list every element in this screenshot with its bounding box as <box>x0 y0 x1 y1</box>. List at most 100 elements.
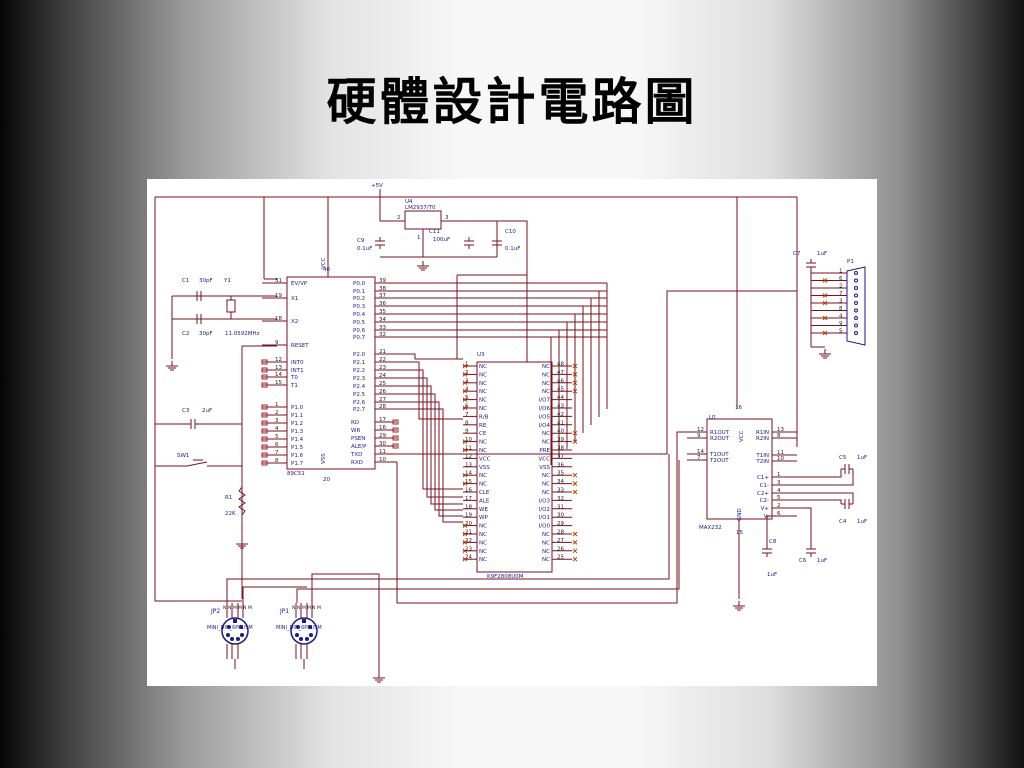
u1-pin-num: 9 <box>697 433 701 439</box>
u3-pin-num: 27 <box>557 538 564 544</box>
mcu-pin-name: P1.3 <box>291 429 304 435</box>
mcu-pin-num: 32 <box>379 332 386 338</box>
u3-pin-name: I/O3 <box>539 498 551 504</box>
p2-route <box>397 353 463 360</box>
mcu-pin-name: P2.0 <box>353 352 366 358</box>
u3-pin-name: NC <box>542 431 550 437</box>
mcu-vss-pin: 20 <box>323 477 330 483</box>
mcu-pin-num: 28 <box>379 404 386 410</box>
undefined-pin-num: M <box>307 605 311 611</box>
mcu-pin-name: RXD <box>351 460 363 466</box>
mcu-pin-name: P0.2 <box>353 296 365 302</box>
u4-pin: 1 <box>417 235 421 241</box>
mcu-pin-num: 14 <box>275 372 282 378</box>
kbd-data-route <box>296 460 680 603</box>
vplus-wire <box>772 507 812 545</box>
mcu-pin-num: 36 <box>379 301 386 307</box>
u3-pin-num: 13 <box>465 462 472 468</box>
no-connect-icon <box>572 472 578 478</box>
mcu-port-box <box>392 443 399 449</box>
c4-wire <box>797 492 854 504</box>
undefined-pin-icon <box>295 633 299 637</box>
mcu-port-box <box>392 419 399 425</box>
u3-pin-num: 16 <box>465 488 472 494</box>
u3-pin-name: VCC <box>479 456 491 462</box>
txd-route <box>397 290 797 455</box>
mcu-pin-num: 38 <box>379 286 386 292</box>
undefined-pin-num: M <box>302 605 306 611</box>
c4-value: 1uF <box>857 519 867 525</box>
u1-vcc-pin: 16 <box>735 405 742 411</box>
mcu-pin-name: P2.5 <box>353 392 366 398</box>
undefined-part: MINI_DIN_6PIN/SM <box>207 625 253 631</box>
no-connect-icon <box>462 447 468 453</box>
mcu-pin-name: P1.0 <box>291 405 304 411</box>
mcu-pin-name: P0.1 <box>353 289 365 295</box>
undefined-pin-num: M <box>317 605 321 611</box>
c3-ref: C3 <box>182 408 190 414</box>
c1-value: 30pF <box>199 278 213 284</box>
u3-pin-num: 46 <box>557 378 564 384</box>
db9-pin-icon <box>854 278 858 283</box>
mcu-pin-num: 26 <box>379 389 386 395</box>
mcu-pin-num: 17 <box>379 417 386 423</box>
u3-pin-name: NC <box>542 364 550 370</box>
u3-pin-num: 31 <box>557 504 564 510</box>
mcu-pin-num: 13 <box>275 365 282 371</box>
mcu-pin-num: 39 <box>379 278 386 284</box>
u3-pin-num: 10 <box>465 437 472 443</box>
p2-route <box>397 401 463 517</box>
u3-pin-num: 15 <box>465 479 472 485</box>
u1-pin-name: C1+ <box>757 475 769 481</box>
db9-pin-icon <box>854 301 858 305</box>
u1-pin-num: 11 <box>777 450 784 456</box>
u3-pin-name: NC <box>479 398 487 404</box>
u1-gnd: GND <box>737 508 743 521</box>
u3-pin-name: NC <box>479 364 487 370</box>
mcu-pin-name: X1 <box>291 296 298 302</box>
mcu-pin-num: 21 <box>379 349 386 355</box>
u3-pin-num: 43 <box>557 404 564 410</box>
no-connect-icon <box>462 405 468 411</box>
u1-gnd-pin: 15 <box>736 530 743 536</box>
mcu-pin-num: 19 <box>275 293 282 299</box>
u1-pin-num: 12 <box>697 427 704 433</box>
supply-label: +5V <box>371 183 383 189</box>
mcu-pin-num: 7 <box>275 450 279 456</box>
u3-pin-num: 29 <box>557 521 564 527</box>
mcu-pin-num: 4 <box>275 426 279 432</box>
mcu-port-box <box>261 428 268 434</box>
mcu-pin-num: 12 <box>275 357 282 363</box>
u3-pin-name: NC <box>542 549 550 555</box>
no-connect-icon <box>572 531 578 537</box>
u3-pin-name: NC <box>542 490 550 496</box>
u3-pin-num: 41 <box>557 420 564 426</box>
mcu-port-box <box>261 452 268 458</box>
kbd-gnd-wire <box>311 573 380 673</box>
u3-pin-num: 24 <box>465 555 472 561</box>
u1-pin-name: T2OUT <box>709 458 729 464</box>
mcu-pin-name: RESET <box>291 343 309 349</box>
p2-route <box>397 369 463 490</box>
mcu-part: 89C51 <box>287 471 305 477</box>
u3-pin-num: 44 <box>557 395 564 401</box>
no-connect-icon <box>572 388 578 394</box>
u1-part: MAX232 <box>699 525 722 531</box>
c10-value: 0.1uF <box>505 246 520 252</box>
c8-ref: C8 <box>769 539 777 545</box>
mcu-pin-num: 35 <box>379 309 386 315</box>
undefined-pin-num: M <box>238 605 242 611</box>
no-connect-icon <box>572 548 578 554</box>
no-connect-icon <box>822 315 828 321</box>
u1-pin-num: 13 <box>777 427 784 433</box>
u3-pin-name: NC <box>479 482 487 488</box>
mcu-pin-num: 1 <box>275 402 279 408</box>
undefined-ref: JP1 <box>279 608 289 615</box>
u3-pin-num: 14 <box>465 471 472 477</box>
u1-pin-num: 8 <box>777 433 781 439</box>
u3-pin-num: 7 <box>465 412 469 418</box>
u3-pin-num: 20 <box>465 521 472 527</box>
c2-value: 30pF <box>199 331 213 337</box>
